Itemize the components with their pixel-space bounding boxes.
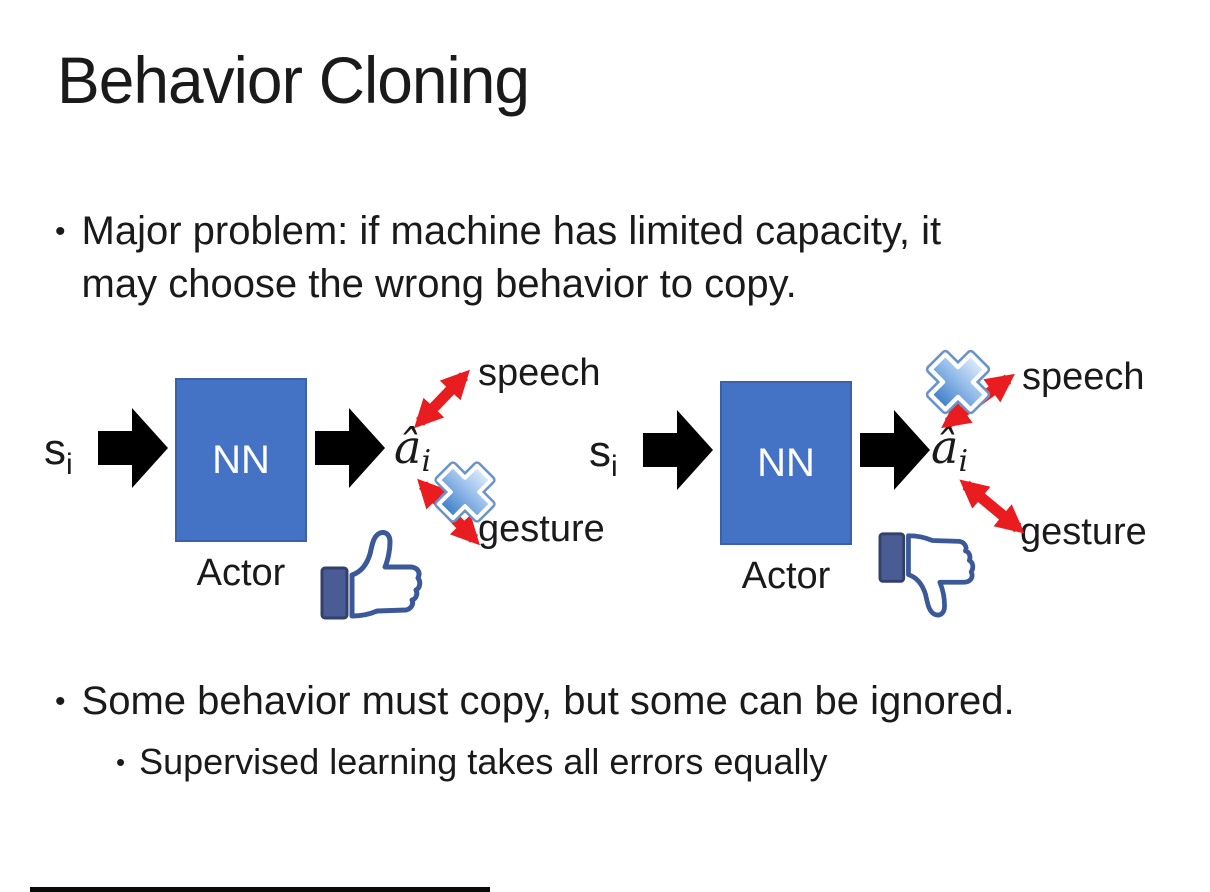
bullet-glyph: • (116, 747, 126, 777)
state-subscript: i (66, 448, 73, 481)
thumbs-up-icon (322, 532, 420, 618)
left-nn-box: NN (175, 378, 307, 542)
right-output-arrow-icon (860, 410, 930, 490)
right-gesture-double-arrow-icon (959, 479, 1025, 534)
bullet-line-2: may choose the wrong behavior to copy. (81, 262, 797, 306)
left-speech-double-arrow-icon (414, 369, 470, 429)
right-nn-box: NN (720, 381, 852, 545)
right-predicted-action-label: âi (931, 420, 968, 477)
right-cross-icon (918, 342, 998, 422)
action-symbol: â (394, 420, 422, 474)
left-gesture-label: gesture (478, 508, 605, 550)
right-input-arrow-icon (643, 410, 713, 490)
bullet-glyph: • (55, 685, 66, 718)
bottom-bar (30, 887, 490, 892)
bullet-some-behavior-text: Some behavior must copy, but some can be… (81, 679, 1015, 723)
nn-box-label: NN (757, 440, 815, 485)
left-output-arrow-icon (315, 408, 385, 488)
left-speech-label: speech (478, 352, 601, 394)
bullet-glyph: • (55, 215, 66, 248)
right-speech-double-arrow-icon (941, 373, 1015, 429)
left-actor-label: Actor (196, 552, 286, 594)
right-gesture-label: gesture (1020, 511, 1147, 553)
bullet-major-problem-text: Major problem: if machine has limited ca… (82, 205, 942, 311)
right-speech-label: speech (1022, 356, 1145, 398)
left-input-arrow-icon (98, 408, 168, 488)
sub-bullet-supervised-text: Supervised learning takes all errors equ… (139, 741, 828, 782)
state-symbol: s (44, 425, 66, 474)
action-subscript: i (421, 444, 432, 479)
action-symbol: â (931, 420, 959, 474)
bullet-major-problem: • Major problem: if machine has limited … (55, 205, 941, 311)
state-symbol: s (589, 427, 611, 476)
left-input-state-label: si (44, 425, 73, 480)
bullet-some-behavior: • Some behavior must copy, but some can … (55, 675, 1015, 728)
sub-bullet-supervised: • Supervised learning takes all errors e… (116, 738, 827, 786)
thumbs-down-icon (880, 534, 973, 615)
action-subscript: i (958, 444, 969, 479)
bullet-line-1: Major problem: if machine has limited ca… (81, 209, 942, 253)
state-subscript: i (611, 450, 618, 483)
nn-box-label: NN (212, 437, 270, 482)
right-actor-label: Actor (741, 555, 831, 597)
left-predicted-action-label: âi (394, 420, 431, 477)
left-gesture-double-arrow-icon (417, 478, 480, 546)
slide-title: Behavior Cloning (57, 43, 530, 117)
right-input-state-label: si (589, 427, 618, 482)
